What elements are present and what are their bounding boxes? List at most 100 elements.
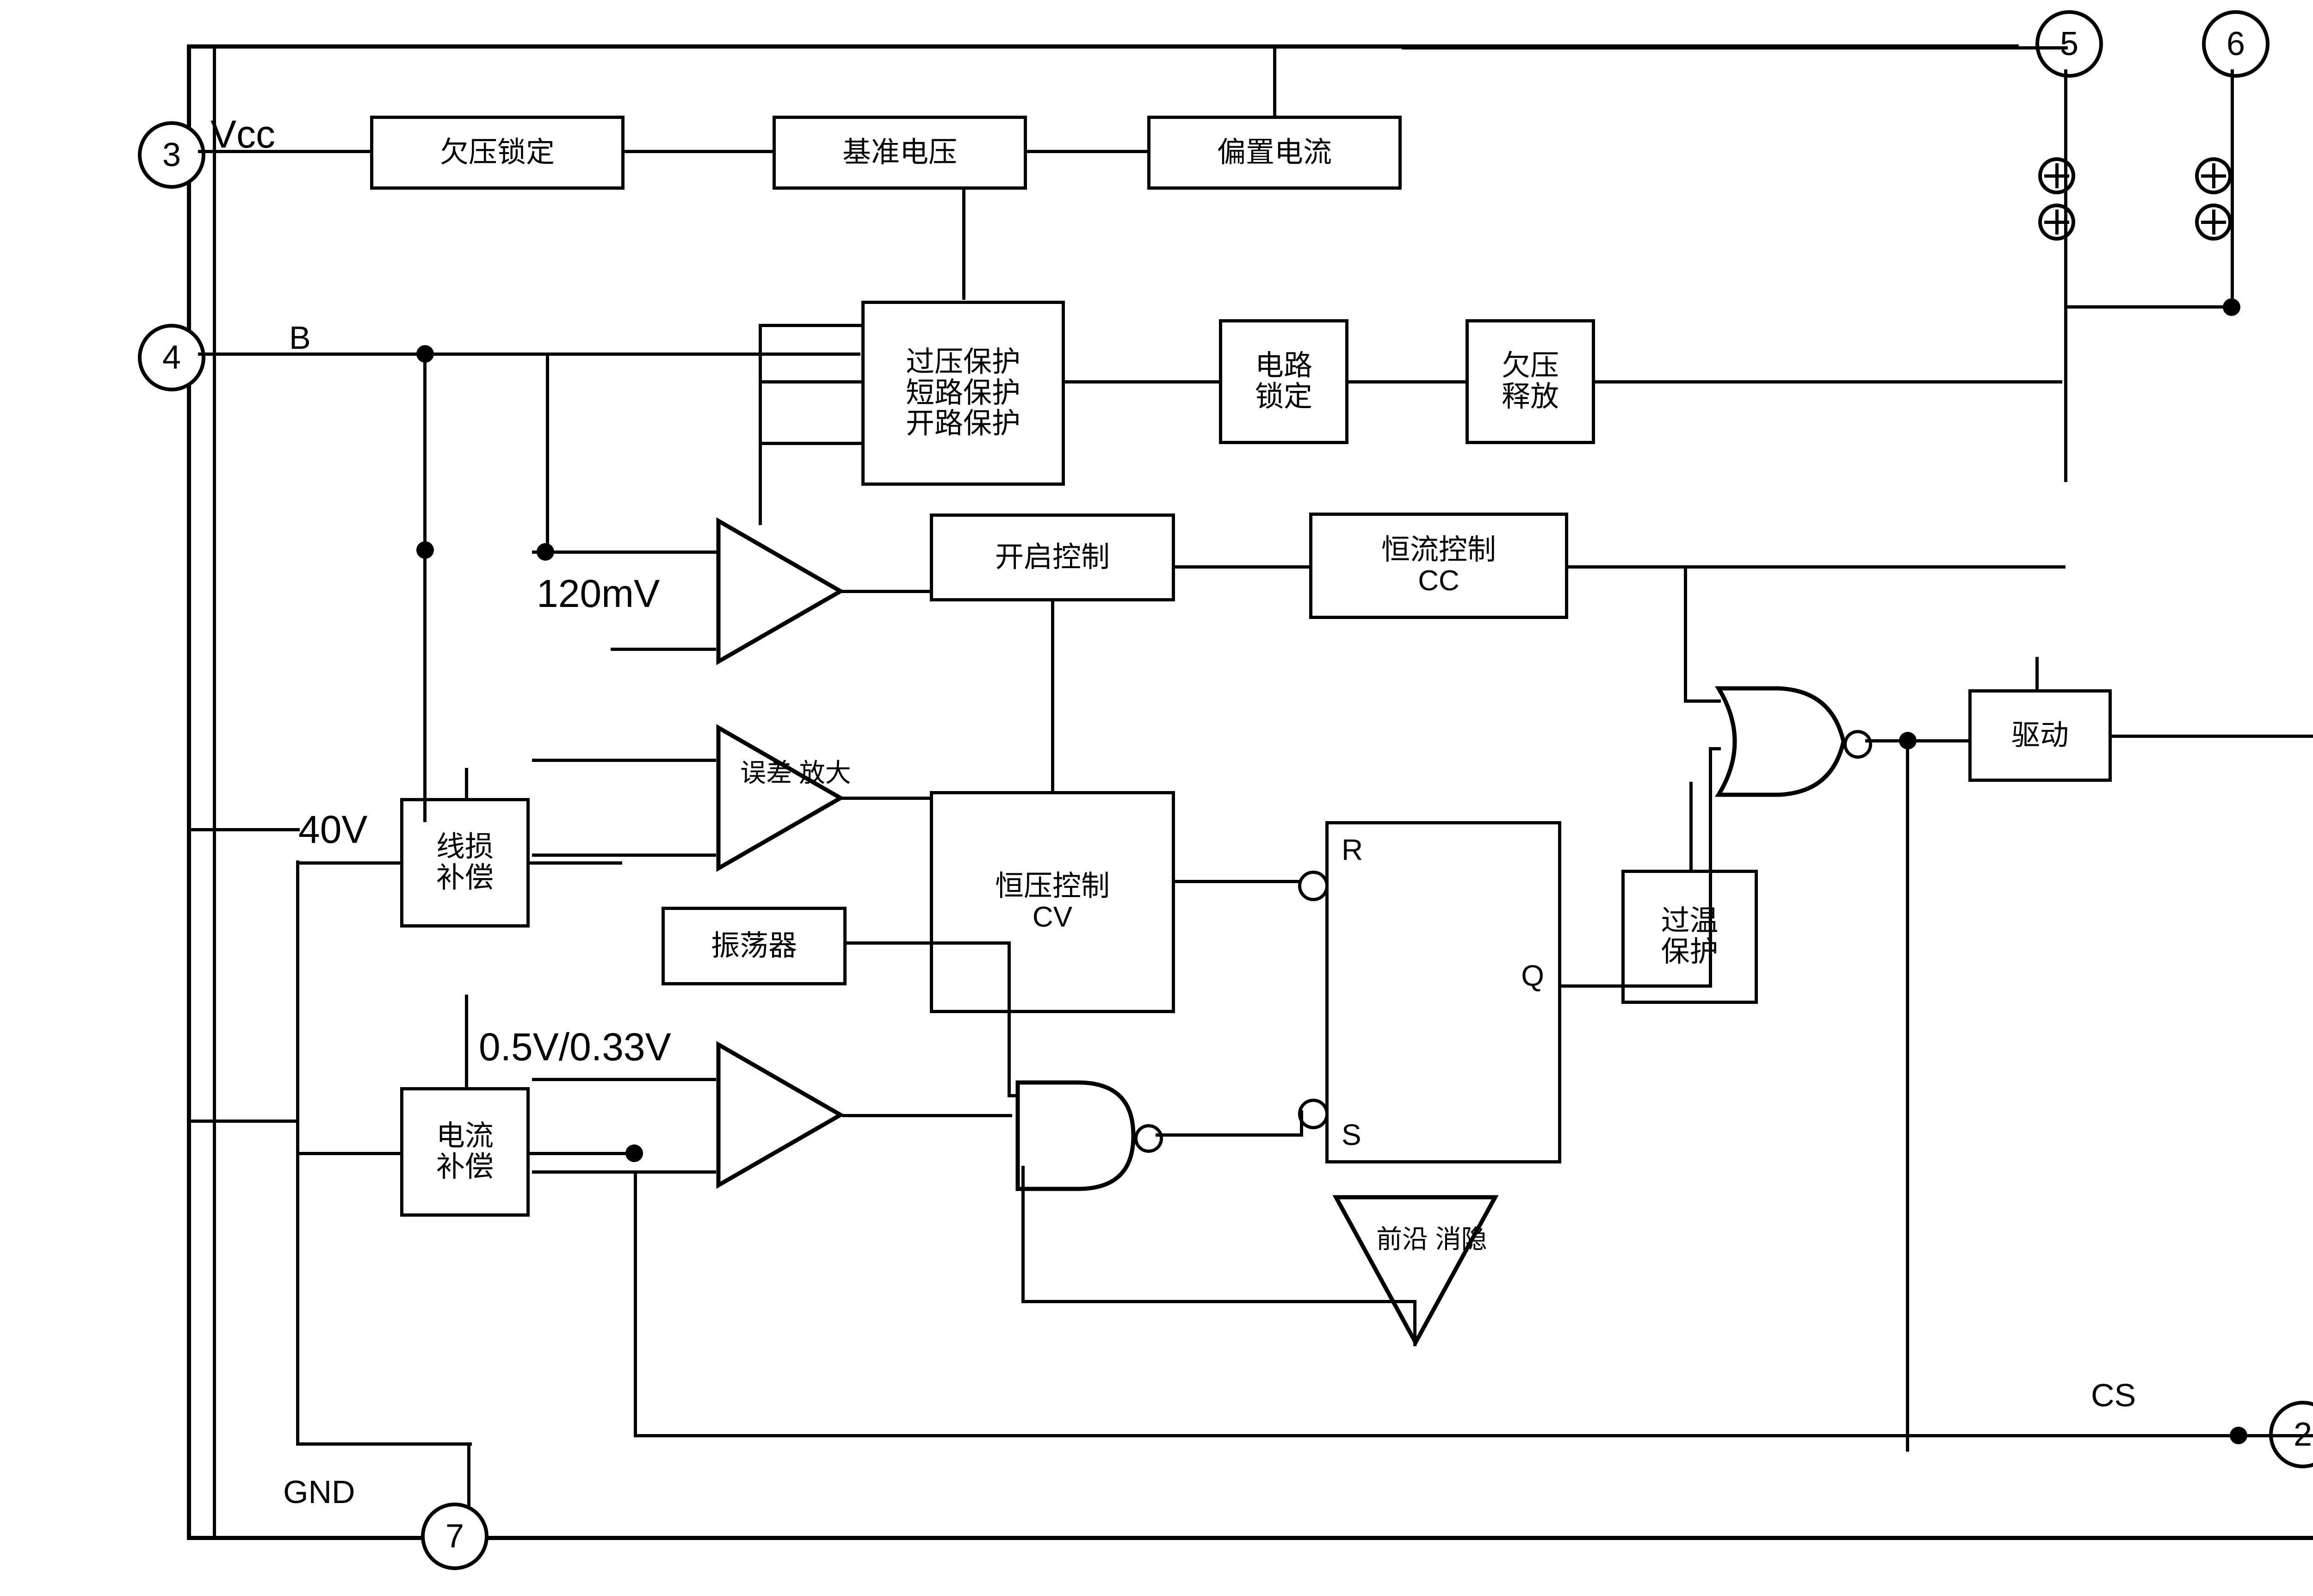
wire-curcomp-out <box>530 1152 634 1155</box>
wire-frame-left-low <box>191 1120 297 1123</box>
error-amplifier[interactable] <box>715 724 844 872</box>
block-line-loss-comp[interactable]: 线损 补偿 <box>400 798 530 928</box>
label-05-033v: 0.5V/0.33V <box>479 1025 671 1069</box>
block-otp[interactable]: 过温 保护 <box>1621 870 1758 1004</box>
wire-ibias-up <box>1273 46 1276 117</box>
wire-lineloss-out <box>530 861 622 865</box>
leb-line1: 前沿 <box>1376 1225 1428 1254</box>
wire-otp-up <box>1689 782 1693 870</box>
wire-120mv-in2 <box>611 648 716 651</box>
rs-s-input-bubble <box>1298 1099 1329 1129</box>
comparator-120mv[interactable] <box>715 517 844 665</box>
pin-vcc-number: 3 <box>162 136 181 173</box>
block-vref-label: 基准电压 <box>842 136 957 168</box>
current-source-5a <box>2038 157 2075 194</box>
or-gate-driver-output-bubble <box>1843 730 1872 759</box>
wire-curcomp-in <box>296 1152 402 1155</box>
block-start-control[interactable]: 开启控制 <box>930 513 1175 601</box>
error-amplifier-label: 误差 放大 <box>740 759 851 787</box>
node-4 <box>2230 1427 2247 1444</box>
wire-andgate-to-s <box>1156 1133 1301 1137</box>
rs-s-label: S <box>1342 1118 1361 1151</box>
wire-to-protect-1 <box>759 324 863 327</box>
block-uvlo[interactable]: 欠压锁定 <box>370 116 625 190</box>
block-uv-release-line1: 欠压 <box>1501 350 1559 382</box>
block-ibias[interactable]: 偏置电流 <box>1147 116 1402 190</box>
wire-protect-bus-down <box>759 442 762 525</box>
pin-vcc-label: Vcc <box>210 112 276 156</box>
block-current-comp-line2: 补偿 <box>436 1151 494 1183</box>
block-oscillator-label: 振荡器 <box>711 929 797 962</box>
block-circuit-latch[interactable]: 电路 锁定 <box>1219 319 1348 444</box>
chip-boundary-top <box>187 44 2019 49</box>
label-120mv: 120mV <box>537 572 660 615</box>
leading-edge-blanking[interactable] <box>1332 1194 1499 1346</box>
error-amplifier-line2: 放大 <box>799 758 851 787</box>
wire-vref-to-ibias <box>1027 150 1148 153</box>
pin-gnd[interactable]: 7 <box>421 1503 489 1570</box>
node-8 <box>625 1144 643 1162</box>
wire-latch-to-release <box>1348 380 1466 384</box>
block-driver[interactable]: 驱动 <box>1968 689 2112 782</box>
rs-r-input-bubble <box>1298 871 1329 901</box>
pin-4-number: 4 <box>162 339 181 376</box>
block-uvlo-label: 欠压锁定 <box>439 136 555 168</box>
wire-startctl-to-cc <box>1175 565 1310 569</box>
wire-gnd-down <box>467 1442 470 1507</box>
pin-6-number: 6 <box>2226 25 2245 62</box>
wire-cc-down <box>1684 565 1687 699</box>
wire-osc-out <box>847 941 1008 945</box>
wire-driver-feedback-down <box>1906 739 1909 1452</box>
block-otp-line2: 保护 <box>1661 936 1719 968</box>
block-cv-control[interactable]: 恒压控制 CV <box>930 791 1175 1013</box>
block-cv-control-line1: 恒压控制 <box>995 870 1110 903</box>
rs-q-label: Q <box>1521 959 1544 992</box>
and-gate-set-output-bubble <box>1134 1124 1163 1153</box>
block-current-comp[interactable]: 电流 补偿 <box>400 1087 530 1217</box>
pin-5[interactable]: 5 <box>2035 10 2103 78</box>
wire-cscomp-out <box>842 1114 1012 1117</box>
pin-vcc[interactable]: 3 <box>138 121 205 189</box>
cs-comparator[interactable] <box>715 1041 844 1189</box>
block-circuit-latch-line2: 锁定 <box>1255 381 1312 413</box>
or-gate-driver[interactable] <box>1709 684 1862 799</box>
pin-cs-label: CS <box>2091 1377 2136 1413</box>
wire-protect-to-latch <box>1065 380 1220 384</box>
rs-r-label: R <box>1342 833 1363 866</box>
wire-erramp-in1 <box>532 759 716 762</box>
wire-left-bus <box>296 860 299 1443</box>
and-gate-set[interactable] <box>1008 1078 1147 1194</box>
wire-protect-left-bus <box>759 324 762 445</box>
wire-protect-feed-h <box>546 551 717 554</box>
block-oscillator[interactable]: 振荡器 <box>662 907 847 985</box>
block-protection[interactable]: 过压保护 短路保护 开路保护 <box>861 301 1065 486</box>
block-cc-control[interactable]: 恒流控制 CC <box>1309 513 1568 619</box>
block-protection-line2: 短路保护 <box>905 377 1020 409</box>
block-cc-control-line2: CC <box>1418 565 1460 597</box>
wire-s-riser <box>1300 1110 1303 1137</box>
wire-q-out <box>1561 984 1712 988</box>
label-40v: 40V <box>298 808 368 851</box>
wire-comp120-out <box>842 590 932 593</box>
pin-gnd-label: GND <box>283 1474 355 1510</box>
wire-pin5-pin6-bottom <box>2064 305 2233 309</box>
rs-flip-flop[interactable]: R S Q <box>1325 821 1561 1163</box>
wire-uvlo-to-vref <box>625 150 773 153</box>
wire-startctl-to-cv <box>1051 601 1054 792</box>
block-protection-line3: 开路保护 <box>905 408 1020 440</box>
chip-boundary-bottom <box>187 1536 2313 1540</box>
block-line-loss-comp-line2: 补偿 <box>436 862 494 894</box>
block-uv-release[interactable]: 欠压 释放 <box>1466 319 1595 444</box>
current-source-5b <box>2038 204 2075 241</box>
block-vref[interactable]: 基准电压 <box>773 116 1027 190</box>
wire-curcomp-riser <box>465 995 468 1089</box>
wire-driver-out <box>2112 735 2313 738</box>
wire-vcc-bus-vertical <box>213 46 216 1536</box>
pin-6[interactable]: 6 <box>2202 10 2270 78</box>
wire-to-protect-3 <box>759 442 863 445</box>
block-otp-line1: 过温 <box>1661 905 1719 937</box>
block-start-control-label: 开启控制 <box>995 541 1110 573</box>
pin-4[interactable]: 4 <box>138 324 205 391</box>
pin-5-number: 5 <box>2059 25 2079 62</box>
